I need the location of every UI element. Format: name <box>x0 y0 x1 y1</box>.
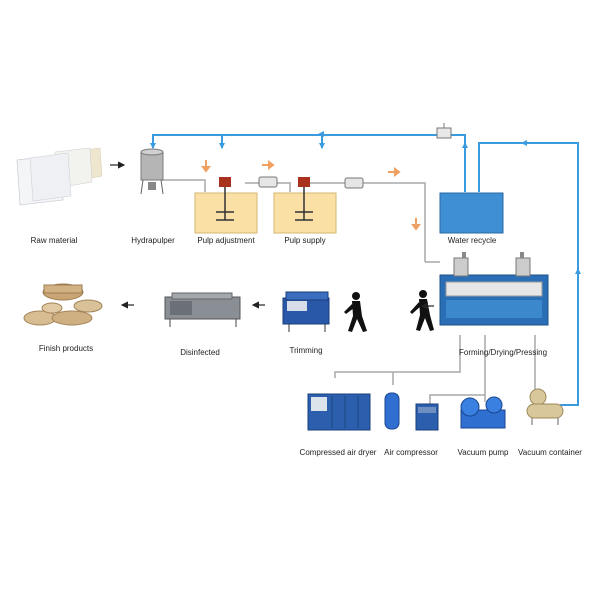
process-arrows <box>120 301 434 310</box>
label-compressed-air-dryer: Compressed air dryer <box>299 448 377 457</box>
label-air-compressor: Air compressor <box>384 448 438 457</box>
label-vacuum-container: Vacuum container <box>518 448 582 457</box>
water-flow-arrows <box>150 131 581 274</box>
forming-machine-image <box>439 252 549 326</box>
water-recycle-tank <box>439 192 504 234</box>
label-finish-products: Finish products <box>38 344 94 353</box>
label-raw-material: Raw material <box>30 236 78 245</box>
water-recycle-lines <box>152 134 579 406</box>
compressed-air-dryer-image <box>307 393 371 431</box>
disinfection-tunnel-image <box>164 292 241 327</box>
trimming-machine-image <box>282 291 330 332</box>
label-water-recycle: Water recycle <box>447 236 497 245</box>
label-hydrapulper: Hydrapulper <box>131 236 175 245</box>
valve-icon <box>436 123 452 139</box>
pulp-flow-arrows <box>201 160 421 231</box>
hydrapulper-image <box>140 148 164 195</box>
pulp-adjustment-tank <box>194 177 258 234</box>
label-forming-drying-pressing: Forming/Drying/Pressing <box>458 348 548 357</box>
label-disinfected: Disinfected <box>180 348 220 357</box>
pulp-supply-tank <box>273 177 337 234</box>
finish-products-image <box>23 283 103 326</box>
raw-material-image <box>16 147 103 206</box>
label-trimming: Trimming <box>289 346 323 355</box>
worker-icon <box>410 290 434 331</box>
vacuum-pump-image <box>460 396 506 429</box>
label-pulp-supply: Pulp supply <box>284 236 326 245</box>
air-compressor-image <box>384 392 439 431</box>
pump-icon <box>258 176 364 189</box>
label-pulp-adjustment: Pulp adjustment <box>197 236 255 245</box>
vacuum-container-image <box>526 388 564 425</box>
label-vacuum-pump: Vacuum pump <box>457 448 509 457</box>
worker-icon <box>344 292 367 332</box>
